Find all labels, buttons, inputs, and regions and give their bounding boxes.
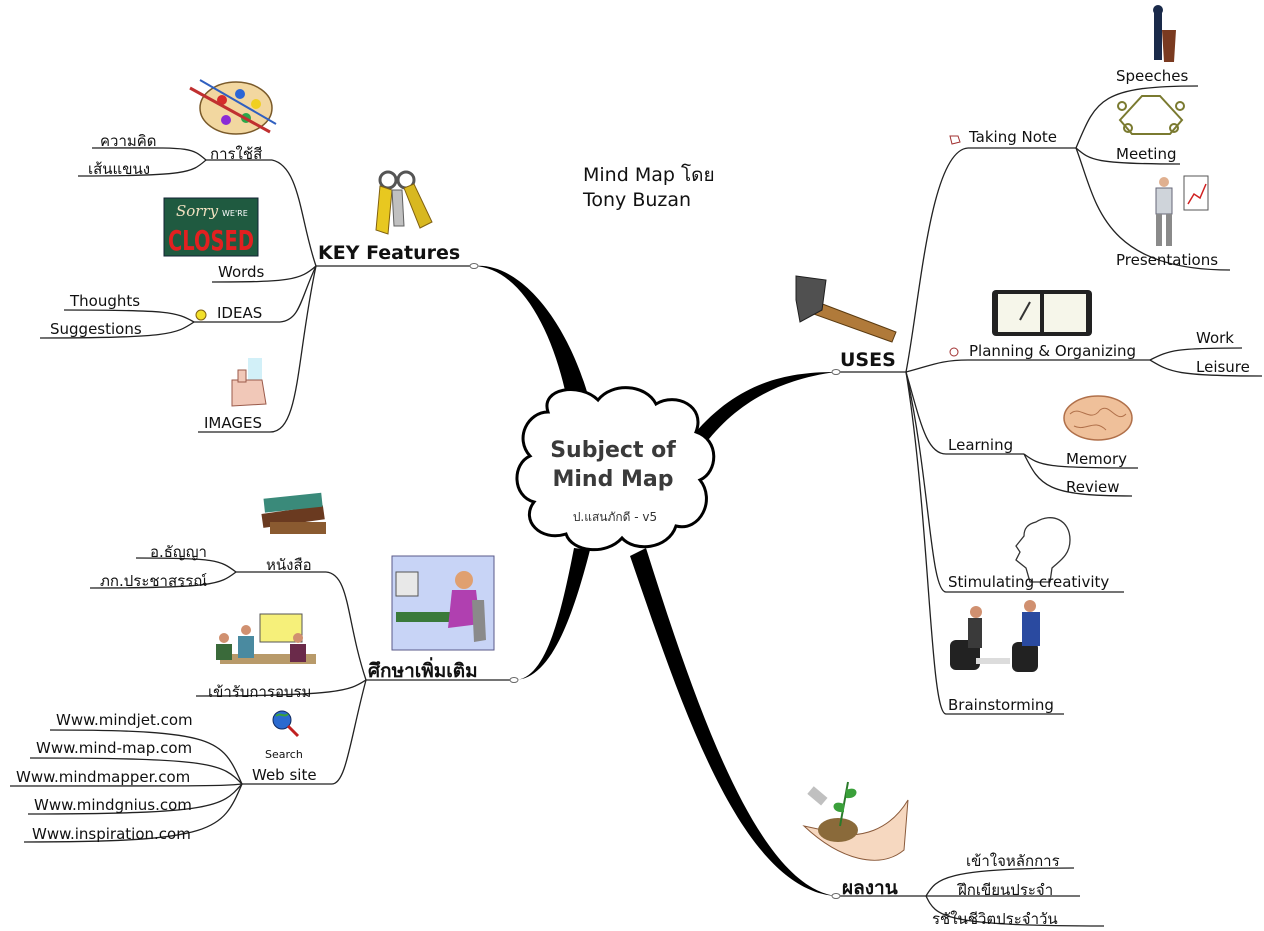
link-mind-map[interactable]: Www.mind-map.com <box>36 739 193 757</box>
central-topic-line2: Mind Map <box>552 467 674 492</box>
head-profile-icon <box>1015 517 1071 583</box>
subtopic-book-author-2[interactable]: ภก.ประชาสรรณ์ <box>100 572 208 590</box>
link-mindjet[interactable]: Www.mindjet.com <box>56 711 193 729</box>
central-topic[interactable]: Subject of Mind Map <box>528 436 698 494</box>
subtopic-meeting[interactable]: Meeting <box>1116 145 1177 163</box>
link-mindmapper[interactable]: Www.mindmapper.com <box>16 768 191 786</box>
presenter-icon <box>1155 175 1209 246</box>
link-mindgnius[interactable]: Www.mindgnius.com <box>34 796 192 814</box>
hammer-icon <box>795 275 897 343</box>
training-meeting-icon <box>216 613 316 664</box>
closed-sign-icon: Sorry WE'RE CLOSED <box>163 197 259 257</box>
subtopic-planning[interactable]: Planning & Organizing <box>969 342 1137 360</box>
branch-uses <box>694 372 836 448</box>
subtopic-daily-life[interactable]: รชัในชีวิตประจำวัน <box>932 910 1058 928</box>
central-topic-subtitle: ป.แสนภักดี - v5 <box>572 510 658 524</box>
link-inspiration[interactable]: Www.inspiration.com <box>32 825 191 843</box>
svg-text:CLOSED: CLOSED <box>168 224 254 257</box>
smiley-icon <box>195 309 207 321</box>
center-cloud <box>515 386 716 552</box>
subtopic-ideas[interactable]: IDEAS <box>217 304 263 322</box>
meeting-table-icon <box>1117 95 1185 135</box>
note-icon <box>949 135 961 145</box>
subtopic-stimulating-creativity[interactable]: Stimulating creativity <box>948 573 1110 591</box>
brain-icon <box>1063 395 1133 441</box>
handshake-icon <box>950 600 1040 672</box>
speaker-podium-icon <box>1153 5 1176 62</box>
results-links <box>836 867 1105 927</box>
woman-computer-icon <box>391 555 495 651</box>
subtopic-practice-regularly[interactable]: ฝึกเขียนประจำ <box>958 881 1054 899</box>
subtopic-speeches[interactable]: Speeches <box>1116 67 1189 85</box>
search-label: Search <box>265 748 303 761</box>
planner-icon <box>992 290 1092 336</box>
subtopic-suggestions[interactable]: Suggestions <box>50 320 142 338</box>
subtopic-learning[interactable]: Learning <box>948 436 1014 454</box>
topic-key-features[interactable]: KEY Features <box>318 242 461 264</box>
subtopic-understand-principles[interactable]: เข้าใจหลักการ <box>966 852 1060 870</box>
central-topic-line1: Subject of <box>550 438 676 463</box>
subtopic-review[interactable]: Review <box>1066 478 1120 496</box>
uses-links <box>838 85 1263 715</box>
branch-study <box>514 548 590 680</box>
topic-uses[interactable]: USES <box>840 349 896 371</box>
subtopic-thoughts-th[interactable]: ความคิด <box>100 132 157 150</box>
subtopic-leisure[interactable]: Leisure <box>1196 358 1250 376</box>
hand-pointing-icon <box>231 358 267 407</box>
books-icon <box>261 492 326 534</box>
key-features-links <box>39 147 474 433</box>
subtopic-branch-lines[interactable]: เส้นแขนง <box>88 160 151 178</box>
plant-in-hands-icon <box>802 781 909 861</box>
subtopic-words[interactable]: Words <box>218 263 265 281</box>
author-note-line2: Tony Buzan <box>583 189 692 211</box>
subtopic-thoughts[interactable]: Thoughts <box>70 292 141 310</box>
subtopic-color-use[interactable]: การใช้สี <box>210 145 263 163</box>
author-note-line1: Mind Map โดย <box>583 164 715 186</box>
svg-text:Sorry: Sorry <box>176 202 219 220</box>
subtopic-taking-note[interactable]: Taking Note <box>969 128 1058 146</box>
subtopic-website[interactable]: Web site <box>252 766 317 784</box>
paint-palette-icon <box>189 79 277 135</box>
topic-results[interactable]: ผลงาน <box>842 877 898 899</box>
subtopic-images[interactable]: IMAGES <box>204 414 262 432</box>
subtopic-presentations[interactable]: Presentations <box>1116 251 1219 269</box>
study-links <box>9 557 514 843</box>
keys-icon <box>375 170 433 235</box>
branch-key-features <box>474 265 588 395</box>
branch-results <box>630 548 836 896</box>
subtopic-books[interactable]: หนังสือ <box>266 556 312 574</box>
subtopic-training[interactable]: เข้ารับการอบรม <box>208 683 312 701</box>
clock-icon <box>949 347 959 357</box>
subtopic-book-author-1[interactable]: อ.ธัญญา <box>150 543 207 561</box>
topic-study-more[interactable]: ศึกษาเพิ่มเติม <box>368 660 478 682</box>
junction-dots <box>469 263 841 899</box>
subtopic-brainstorming[interactable]: Brainstorming <box>948 696 1054 714</box>
svg-text:WE'RE: WE'RE <box>222 209 248 218</box>
search-globe-icon <box>272 710 300 738</box>
subtopic-memory[interactable]: Memory <box>1066 450 1128 468</box>
subtopic-work[interactable]: Work <box>1196 329 1234 347</box>
